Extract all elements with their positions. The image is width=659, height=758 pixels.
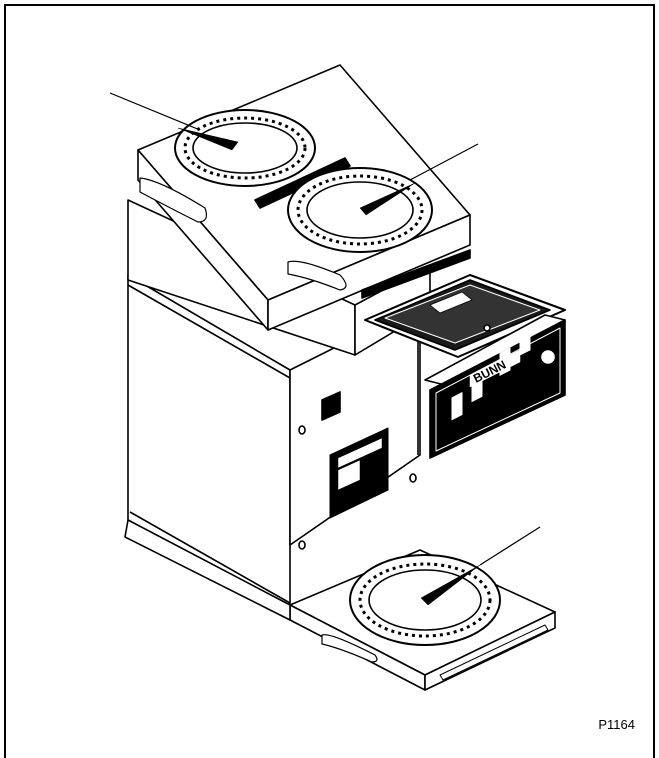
- base-left: [124, 519, 291, 621]
- figure-code-label: P1164: [598, 717, 635, 732]
- base-slot: [321, 634, 378, 663]
- warmer-plate-top-right: [287, 167, 433, 253]
- figure-border: [4, 4, 655, 758]
- leader-line-1: [109, 92, 201, 131]
- deck-slot-left: [139, 177, 208, 223]
- control-knob: [541, 350, 555, 364]
- warmer-plate-bottom: [349, 554, 501, 646]
- base-label: [439, 624, 549, 681]
- deck-label: [254, 157, 351, 209]
- leader-line-2: [409, 143, 479, 181]
- deck-side-label: [361, 249, 471, 299]
- warmer-plate-top-left: [174, 109, 316, 187]
- leader-line-3: [479, 526, 541, 566]
- deck-slot-right: [287, 260, 347, 291]
- lid-sticker: [429, 291, 473, 314]
